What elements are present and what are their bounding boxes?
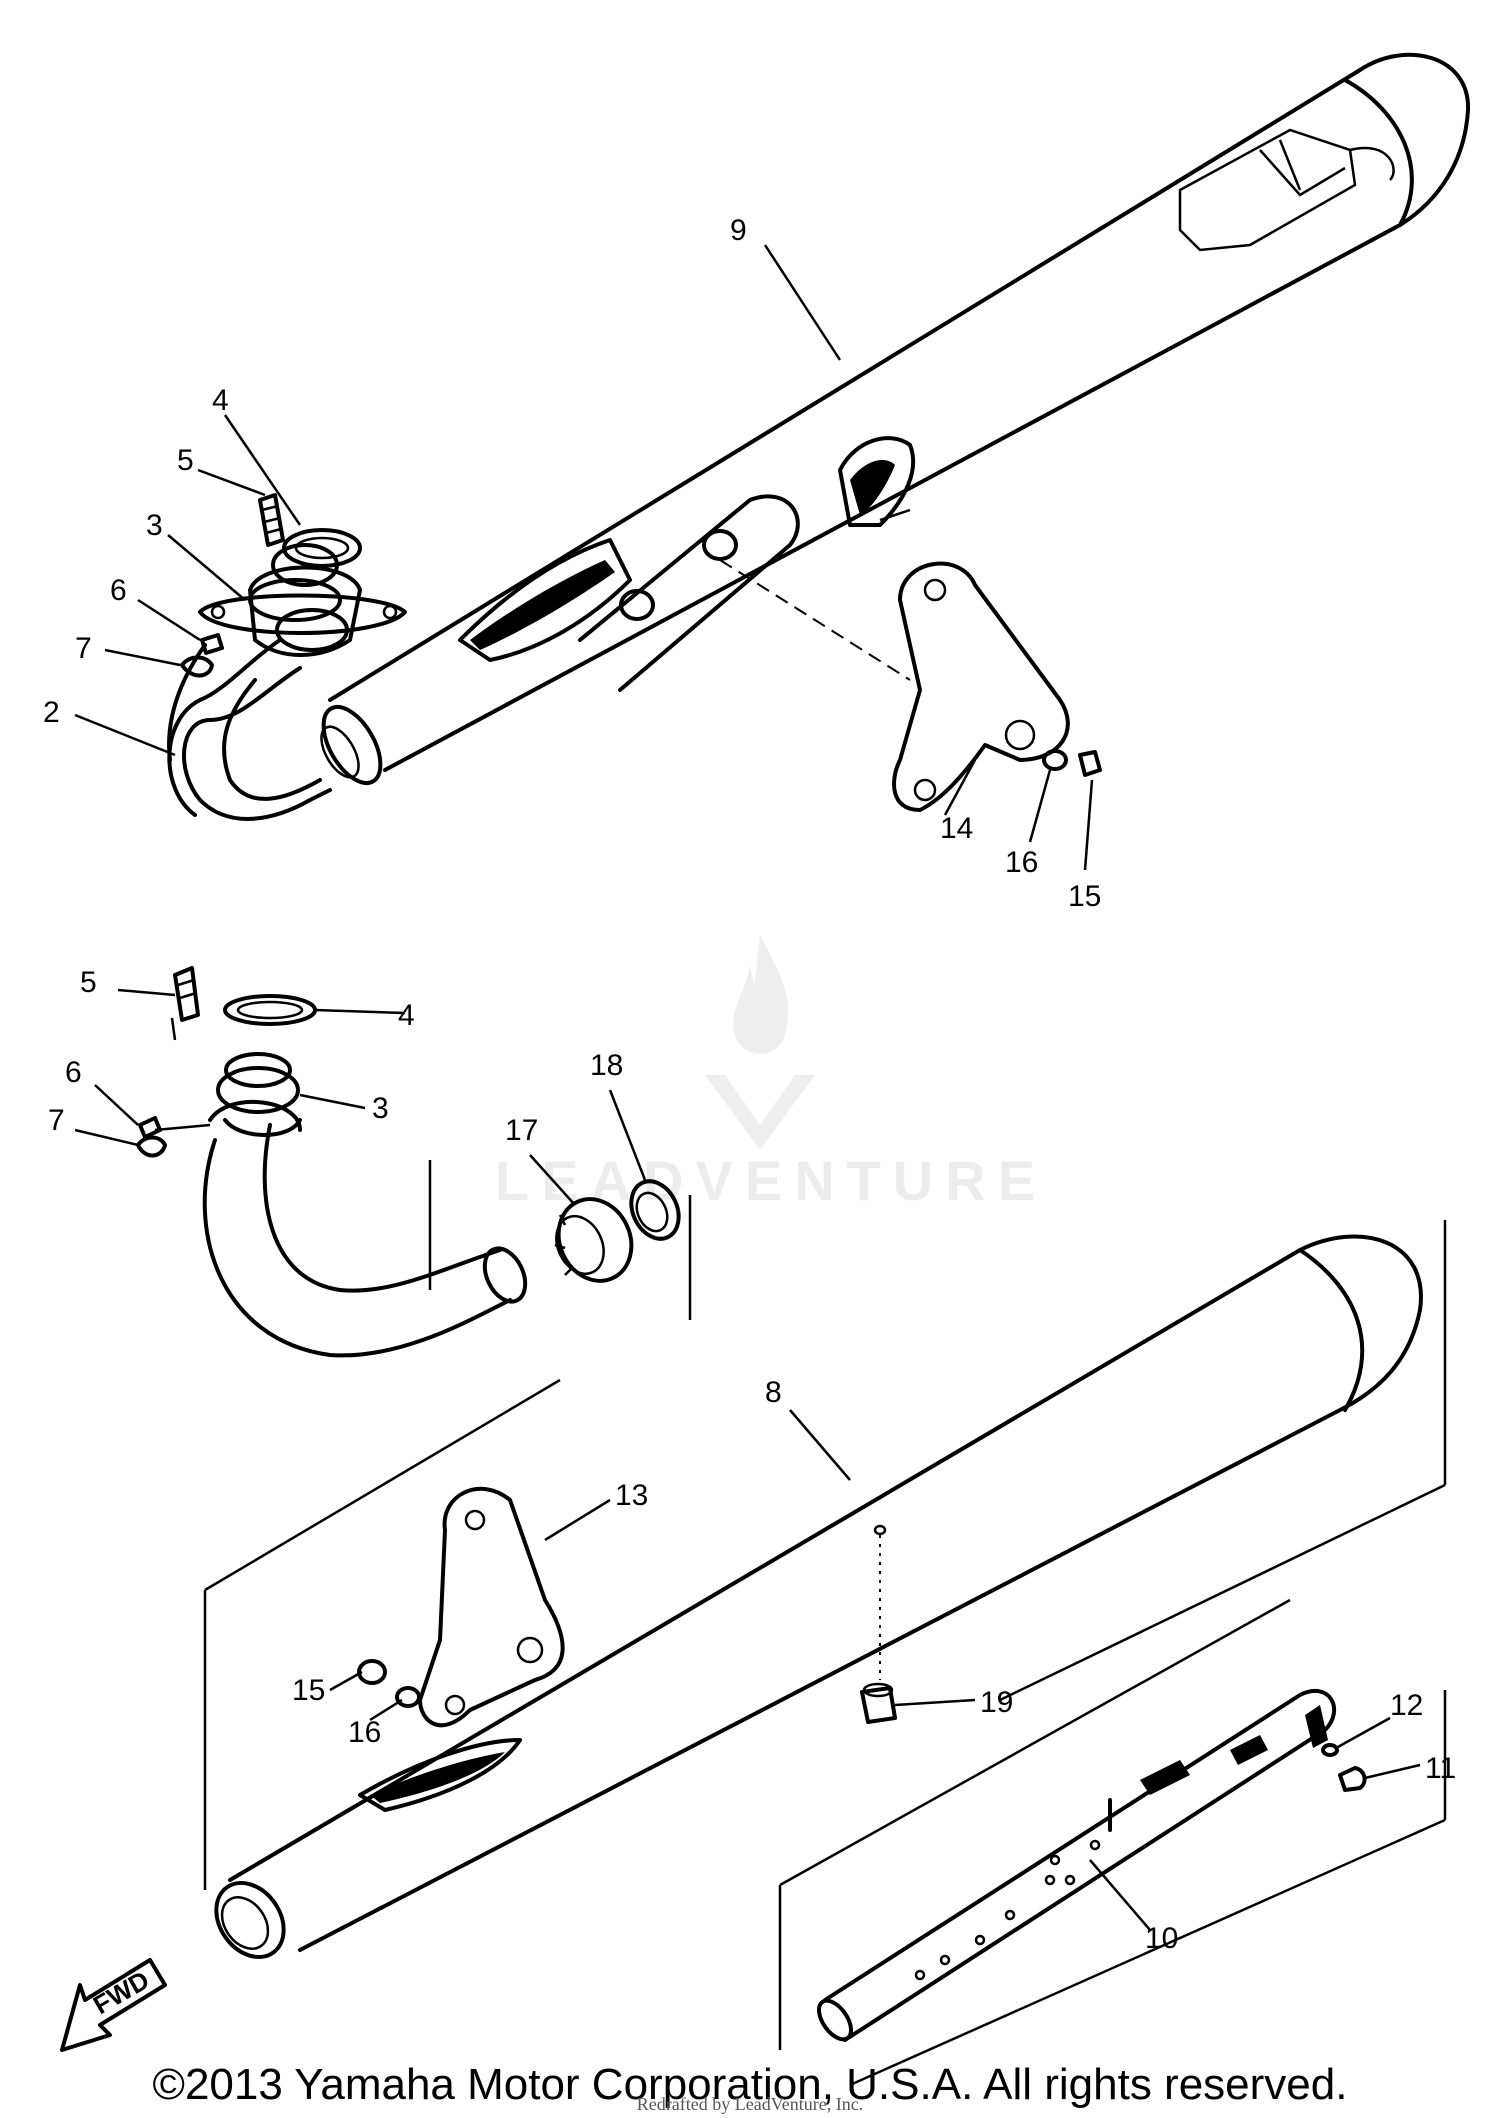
callout-16-low: 16 <box>348 1716 381 1749</box>
callout-14: 14 <box>940 812 973 845</box>
callout-18: 18 <box>590 1049 623 1082</box>
callout-8: 8 <box>765 1376 782 1409</box>
callout-12: 12 <box>1390 1689 1423 1722</box>
bracket-lines-mid <box>428 1160 692 1320</box>
exhaust-pipe-2 <box>167 638 383 821</box>
bracket-13 <box>357 1486 565 1728</box>
callout-7-mid: 7 <box>48 1104 65 1137</box>
ring-nut-17 <box>554 1197 634 1283</box>
bracket-lines-baffle <box>778 1598 1447 2087</box>
callout-7-top: 7 <box>75 632 92 665</box>
callout-5-top: 5 <box>177 444 194 477</box>
copyright-notice: ©2013 Yamaha Motor Corporation, U.S.A. A… <box>152 2060 1348 2109</box>
callout-10: 10 <box>1145 1922 1178 1955</box>
redraft-credit: Redrafted by LeadVenture, Inc. <box>636 2094 864 2114</box>
callout-4-top: 4 <box>212 384 229 417</box>
exhaust-pipe-lower <box>136 966 528 1358</box>
callout-2: 2 <box>43 696 60 729</box>
callout-13: 13 <box>615 1479 648 1512</box>
gasket-18 <box>629 1179 681 1241</box>
callout-5-mid: 5 <box>80 966 97 999</box>
screw-11 <box>1338 1766 1367 1792</box>
dashed-leader-14 <box>719 559 911 681</box>
plug-hole-marker <box>873 1524 887 1536</box>
callout-15-top: 15 <box>1068 880 1101 913</box>
callout-16-top: 16 <box>1005 846 1038 879</box>
callout-11: 11 <box>1425 1752 1456 1785</box>
baffle-10 <box>817 1688 1337 2042</box>
muffler-8 <box>214 1234 1423 1960</box>
bracket-lines-lower <box>203 1220 1447 1890</box>
callout-19: 19 <box>980 1686 1013 1719</box>
muffler-9 <box>328 52 1471 772</box>
forward-arrow-icon: FWD <box>60 1958 167 2052</box>
flange-group-top <box>180 493 407 678</box>
callout-3-top: 3 <box>146 509 163 542</box>
callout-15-low: 15 <box>292 1674 325 1707</box>
callout-9: 9 <box>730 214 747 247</box>
callout-6-top: 6 <box>110 574 127 607</box>
callout-4-mid: 4 <box>398 999 415 1032</box>
bracket-14 <box>892 561 1102 812</box>
callout-17: 17 <box>505 1114 538 1147</box>
watermark-logo-icon <box>705 935 815 1150</box>
plug-19 <box>860 1682 897 1724</box>
leader-lines <box>74 244 1421 1931</box>
washer-12 <box>1321 1743 1339 1757</box>
callout-6-mid: 6 <box>65 1056 82 1089</box>
callout-3-mid: 3 <box>372 1092 389 1125</box>
